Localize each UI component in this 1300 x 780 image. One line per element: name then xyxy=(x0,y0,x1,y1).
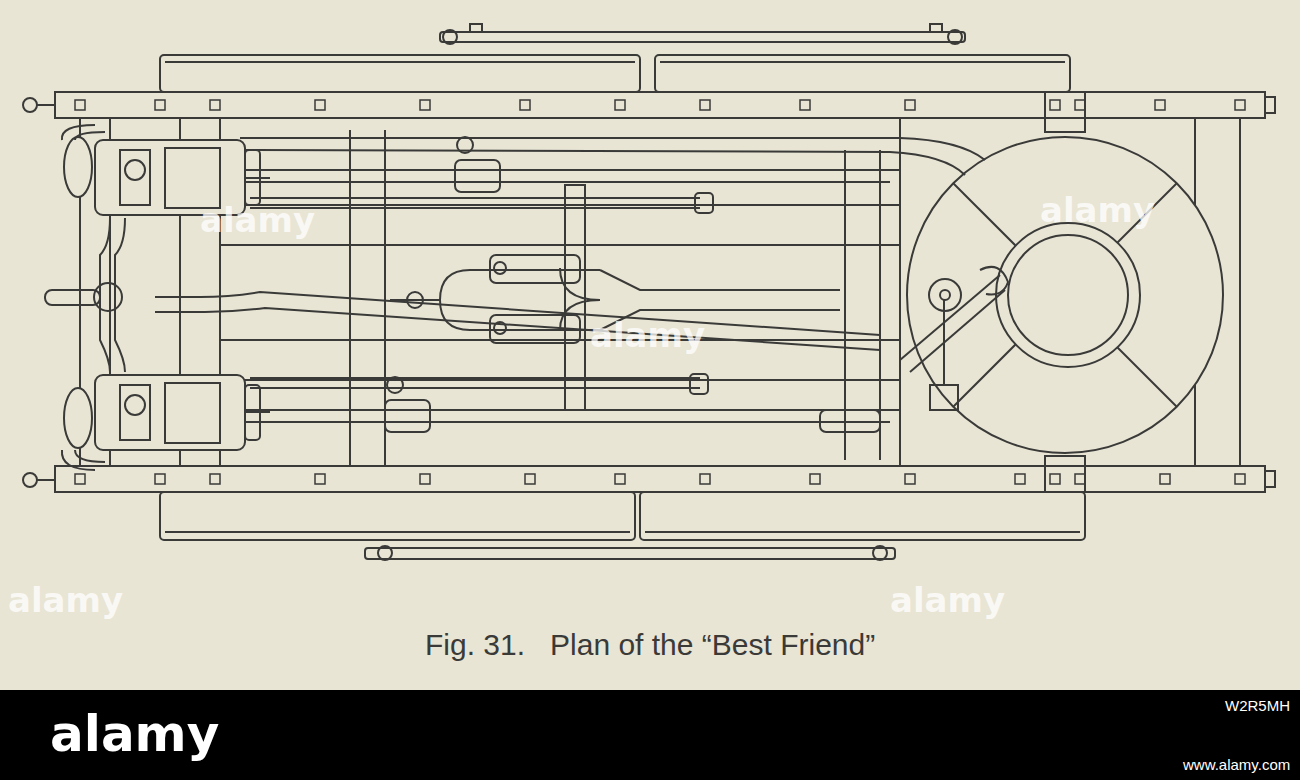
watermark: alamy xyxy=(1040,190,1155,230)
site-url: www.alamy.com xyxy=(1183,756,1290,773)
figure-caption: Fig. 31. Plan of the “Best Friend” xyxy=(425,628,875,662)
image-id: W2R5MH xyxy=(1225,697,1290,714)
brand-logo: alamy xyxy=(50,705,219,763)
watermark: alamy xyxy=(590,315,705,355)
watermark: alamy xyxy=(200,200,315,240)
watermark: alamy xyxy=(890,580,1005,620)
watermark: alamy xyxy=(8,580,123,620)
